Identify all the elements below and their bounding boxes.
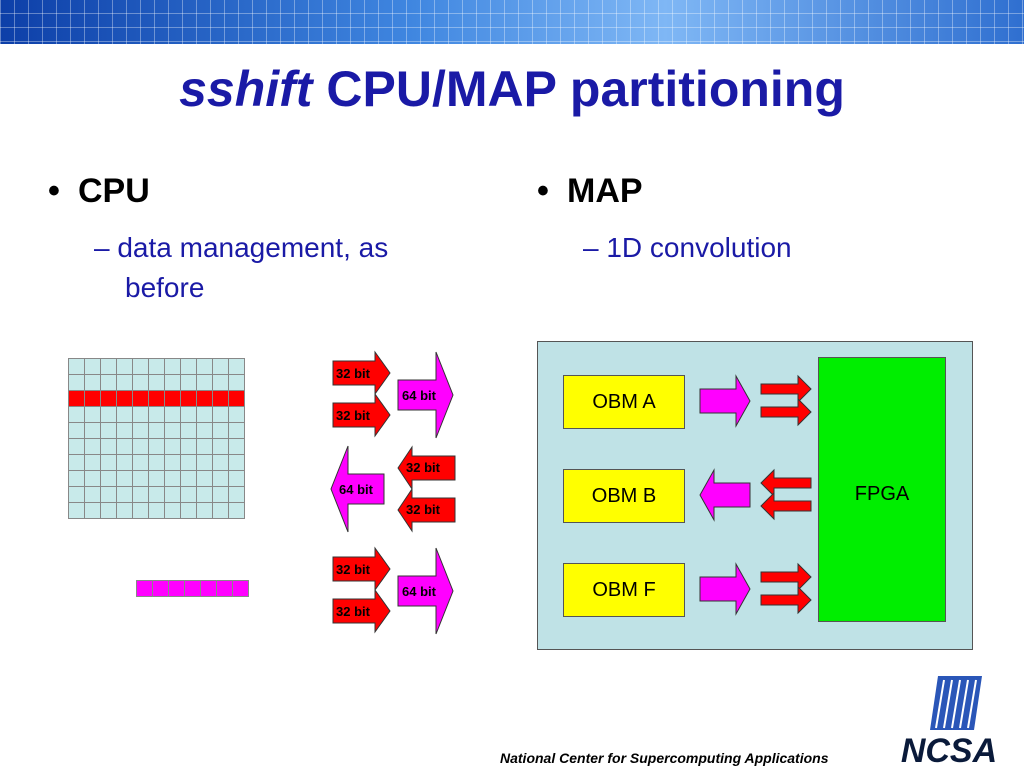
arrow-right-obm-a <box>699 374 751 428</box>
arrow-left-red <box>760 468 812 498</box>
arrow-right-64bit <box>397 351 454 439</box>
arrow-right-red <box>760 374 812 404</box>
arrow-right-32bit <box>332 350 391 396</box>
bullet-dot: • <box>537 172 549 210</box>
arrow-right-red <box>760 562 812 592</box>
bullet-cpu-label: CPU <box>78 172 150 210</box>
label-32bit: 32 bit <box>336 366 370 381</box>
ncsa-logo: NCSA <box>901 676 997 768</box>
title-italic: sshift <box>179 61 313 117</box>
footer-text: National Center for Supercomputing Appli… <box>500 750 829 766</box>
label-32bit: 32 bit <box>336 604 370 619</box>
sub-map: – 1D convolution <box>583 232 792 263</box>
title-rest: CPU/MAP partitioning <box>326 61 845 117</box>
sub-cpu: – data management, as before <box>94 228 388 308</box>
label-64bit: 64 bit <box>339 482 373 497</box>
result-strip <box>136 580 249 597</box>
arrow-right-obm-f <box>699 562 751 616</box>
bullet-cpu: • CPU <box>48 172 150 211</box>
label-32bit: 32 bit <box>406 460 440 475</box>
fpga-box: FPGA <box>818 357 946 622</box>
bullet-dot: • <box>48 172 60 210</box>
highlighted-row <box>68 390 245 407</box>
sub-map-line: 1D convolution <box>606 232 792 263</box>
arrow-right-32bit <box>332 546 391 592</box>
obm-a-box: OBM A <box>563 375 685 429</box>
slide-title: sshift CPU/MAP partitioning <box>0 60 1024 118</box>
arrow-right-32bit <box>332 392 391 438</box>
bullet-map-label: MAP <box>567 172 643 210</box>
arrow-right-64bit <box>397 547 454 635</box>
arrow-right-red <box>760 397 812 427</box>
svg-text:NCSA: NCSA <box>901 732 997 768</box>
label-32bit: 32 bit <box>336 562 370 577</box>
label-32bit: 32 bit <box>336 408 370 423</box>
arrow-left-32bit <box>397 487 456 533</box>
obm-b-box: OBM B <box>563 469 685 523</box>
sub-cpu-line1: data management, as <box>117 232 389 263</box>
label-64bit: 64 bit <box>402 584 436 599</box>
data-grid <box>68 358 245 519</box>
label-32bit: 32 bit <box>406 502 440 517</box>
arrow-left-red <box>760 491 812 521</box>
arrow-left-32bit <box>397 445 456 491</box>
obm-f-box: OBM F <box>563 563 685 617</box>
arrow-left-64bit <box>330 445 385 533</box>
arrow-left-obm-b <box>699 468 751 522</box>
label-64bit: 64 bit <box>402 388 436 403</box>
arrow-right-32bit <box>332 588 391 634</box>
sub-cpu-line2: before <box>125 272 205 303</box>
header-banner <box>0 0 1024 44</box>
arrow-right-red <box>760 585 812 615</box>
bullet-map: • MAP <box>537 172 643 211</box>
